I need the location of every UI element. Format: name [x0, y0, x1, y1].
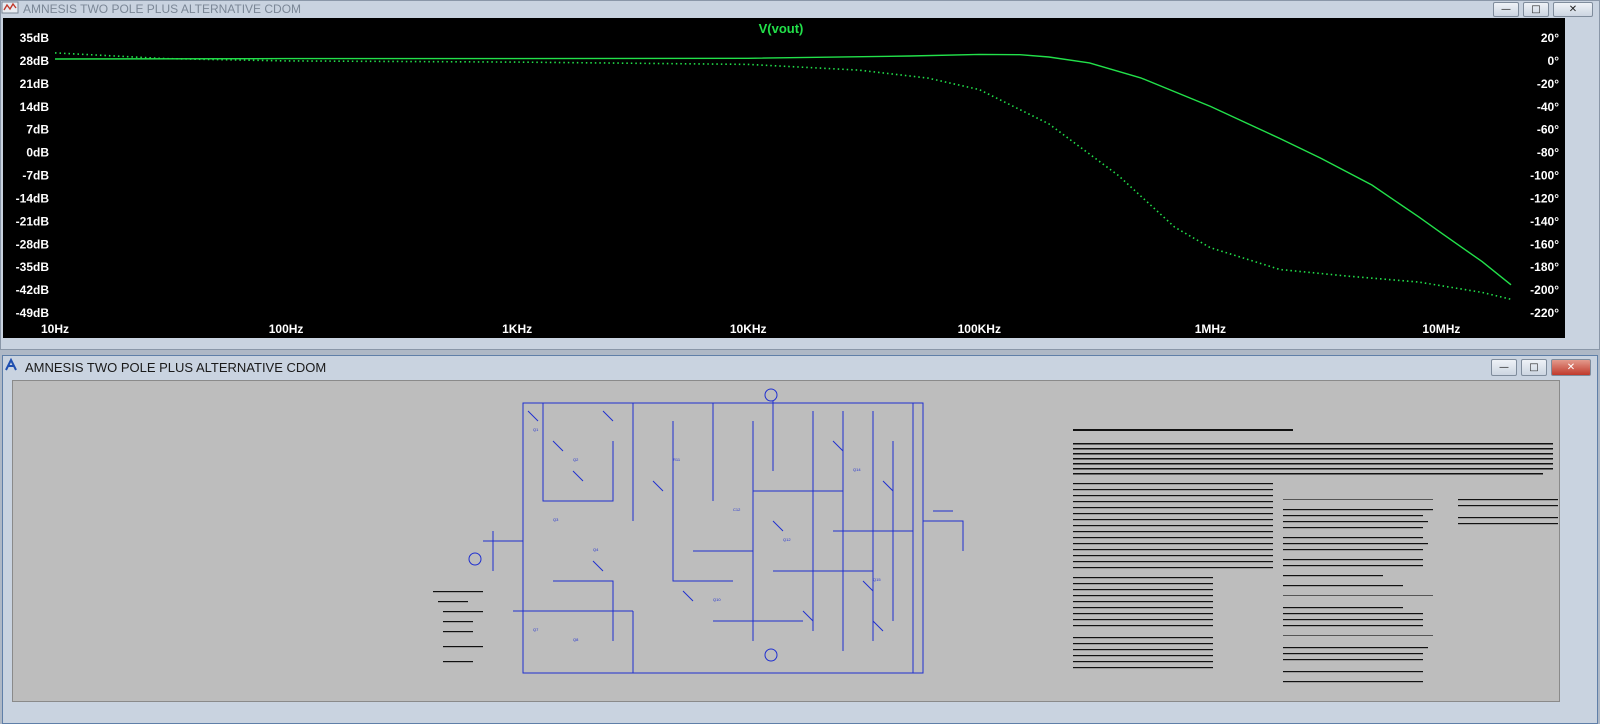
waveform-app-icon	[1, 0, 19, 19]
svg-text:Q7: Q7	[533, 627, 539, 632]
schematic-titlebar[interactable]: AMNESIS TWO POLE PLUS ALTERNATIVE CDOM —…	[3, 356, 1597, 378]
x-tick-label: 100KHz	[958, 322, 1001, 336]
y-left-tick-label: 7dB	[26, 123, 49, 137]
y-left-tick-label: -7dB	[22, 169, 49, 183]
y-right-tick-label: -120°	[1530, 191, 1559, 205]
y-right-tick-label: -60°	[1537, 123, 1559, 137]
minimize-button[interactable]: —	[1493, 2, 1519, 17]
schematic-minimize-button[interactable]: —	[1491, 359, 1517, 376]
plot-right-margin	[1565, 18, 1597, 338]
svg-text:Q4: Q4	[593, 547, 599, 552]
svg-text:Q15: Q15	[873, 577, 881, 582]
svg-text:Q3: Q3	[553, 517, 559, 522]
y-left-tick-label: -49dB	[16, 306, 50, 320]
waveform-window: AMNESIS TWO POLE PLUS ALTERNATIVE CDOM —…	[0, 0, 1600, 350]
maximize-button[interactable]: □	[1523, 2, 1549, 17]
y-right-tick-label: -200°	[1530, 283, 1559, 297]
maximize-icon: □	[1531, 4, 1541, 15]
svg-text:Q10: Q10	[713, 597, 721, 602]
svg-text:Q8: Q8	[573, 637, 579, 642]
svg-text:Q1: Q1	[533, 427, 539, 432]
plot-pane[interactable]: 10Hz 100Hz 1KHz 10KHz 100KHz 1MHz 10MHz 35dB 28…	[3, 18, 1565, 338]
y-right-tick-label: -100°	[1530, 169, 1559, 183]
y-left-tick-label: -35dB	[16, 260, 50, 274]
y-right-tick-label: -20°	[1537, 77, 1559, 91]
y-right-tick-label: -160°	[1530, 237, 1559, 251]
y-right-tick-label: -40°	[1537, 100, 1559, 114]
y-right-tick-label: -80°	[1537, 146, 1559, 160]
y-left-tick-label: -14dB	[16, 191, 50, 205]
x-tick-label: 1MHz	[1195, 322, 1226, 336]
x-tick-label: 10KHz	[730, 322, 767, 336]
minimize-icon: —	[1501, 4, 1511, 15]
y-left-tick-label: -28dB	[16, 237, 50, 251]
y-right-tick-label: 0°	[1548, 54, 1560, 68]
schematic-maximize-button[interactable]: □	[1521, 359, 1547, 376]
y-right-tick-label: -140°	[1530, 214, 1559, 228]
waveform-titlebar[interactable]: AMNESIS TWO POLE PLUS ALTERNATIVE CDOM —…	[1, 1, 1599, 17]
svg-text:Q12: Q12	[783, 537, 791, 542]
y-left-tick-label: -42dB	[16, 283, 50, 297]
y-left-tick-label: 28dB	[20, 54, 50, 68]
y-right-tick-label: -220°	[1530, 306, 1559, 320]
y-right-tick-label: 20°	[1541, 31, 1559, 45]
y-right-tick-label: -180°	[1530, 260, 1559, 274]
trace-label[interactable]: V(vout)	[759, 21, 804, 36]
spice-netlist-text	[433, 429, 1558, 683]
y-left-tick-label: 0dB	[26, 146, 49, 160]
magnitude-trace[interactable]	[54, 53, 1512, 286]
x-tick-label: 1KHz	[502, 322, 532, 336]
bode-plot[interactable]: 10Hz 100Hz 1KHz 10KHz 100KHz 1MHz 10MHz 35dB 28…	[3, 18, 1565, 338]
waveform-window-title: AMNESIS TWO POLE PLUS ALTERNATIVE CDOM	[23, 2, 302, 16]
schematic-close-button[interactable]: ✕	[1551, 359, 1591, 376]
maximize-icon: □	[1529, 362, 1539, 373]
x-tick-label: 100Hz	[269, 322, 304, 336]
close-button[interactable]: ✕	[1553, 2, 1593, 17]
phase-trace[interactable]	[54, 52, 1512, 301]
x-tick-label: 10Hz	[41, 322, 69, 336]
y-left-tick-label: -21dB	[16, 214, 50, 228]
svg-text:Q2: Q2	[573, 457, 579, 462]
schematic-window-title: AMNESIS TWO POLE PLUS ALTERNATIVE CDOM	[25, 359, 327, 375]
svg-text:Q14: Q14	[853, 467, 861, 472]
svg-text:R11: R11	[673, 457, 681, 462]
schematic-window: AMNESIS TWO POLE PLUS ALTERNATIVE CDOM —…	[2, 355, 1598, 724]
svg-text:C12: C12	[733, 507, 741, 512]
y-left-tick-label: 21dB	[20, 77, 50, 91]
close-icon: ✕	[1566, 362, 1576, 373]
schematic-app-icon	[3, 357, 19, 378]
y-left-tick-label: 14dB	[20, 100, 50, 114]
x-tick-label: 10MHz	[1422, 322, 1460, 336]
close-icon: ✕	[1568, 4, 1578, 15]
minimize-icon: —	[1499, 362, 1509, 373]
y-left-tick-label: 35dB	[20, 31, 50, 45]
circuit-wires	[468, 388, 964, 674]
